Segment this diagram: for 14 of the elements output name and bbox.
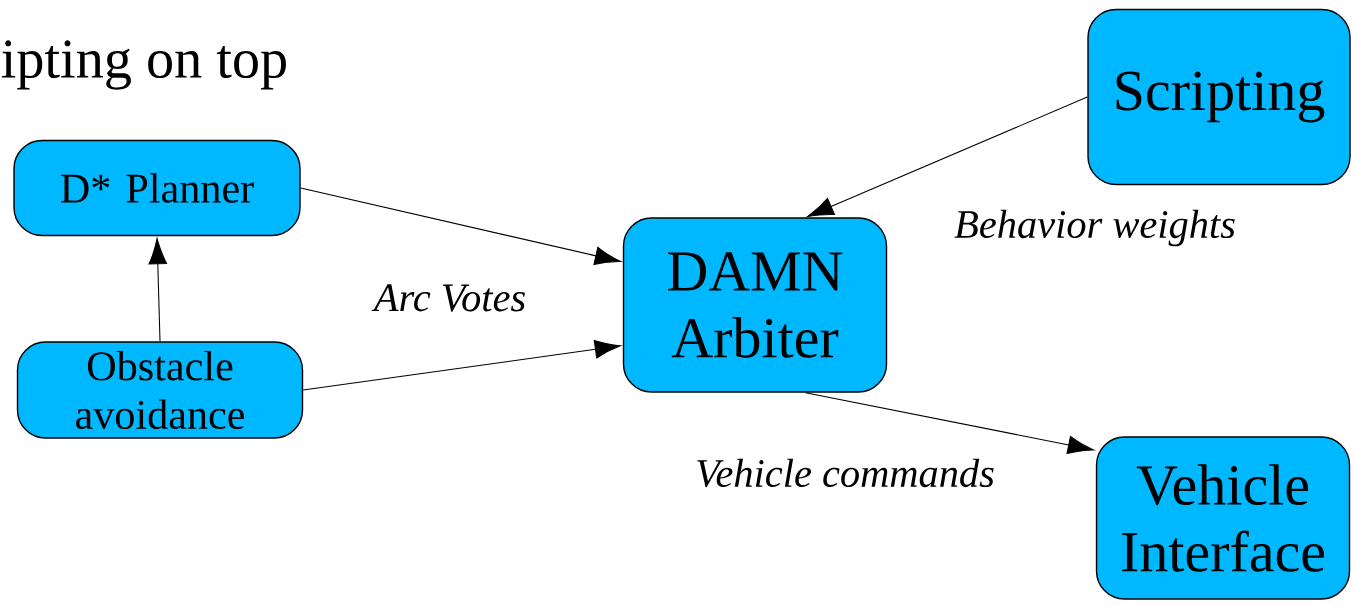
title: ipting on top bbox=[1, 40, 286, 90]
process-box: Vehicle Interface bbox=[1095, 436, 1351, 600]
process-box: DAMN Arbiter bbox=[622, 217, 888, 393]
edge-label: Behavior weights bbox=[950, 206, 1240, 250]
arrow bbox=[300, 187, 622, 265]
arrow bbox=[148, 238, 168, 342]
edge-label: Arc Votes bbox=[370, 280, 530, 316]
process-box: Obstacle avoidance bbox=[16, 341, 304, 439]
process-box: Scripting bbox=[1087, 8, 1351, 186]
edge-label: Vehicle commands bbox=[691, 455, 999, 491]
process-box: D* Planner bbox=[13, 139, 301, 237]
arrow bbox=[807, 96, 1088, 217]
arrow bbox=[302, 340, 621, 391]
arrow bbox=[805, 392, 1095, 455]
